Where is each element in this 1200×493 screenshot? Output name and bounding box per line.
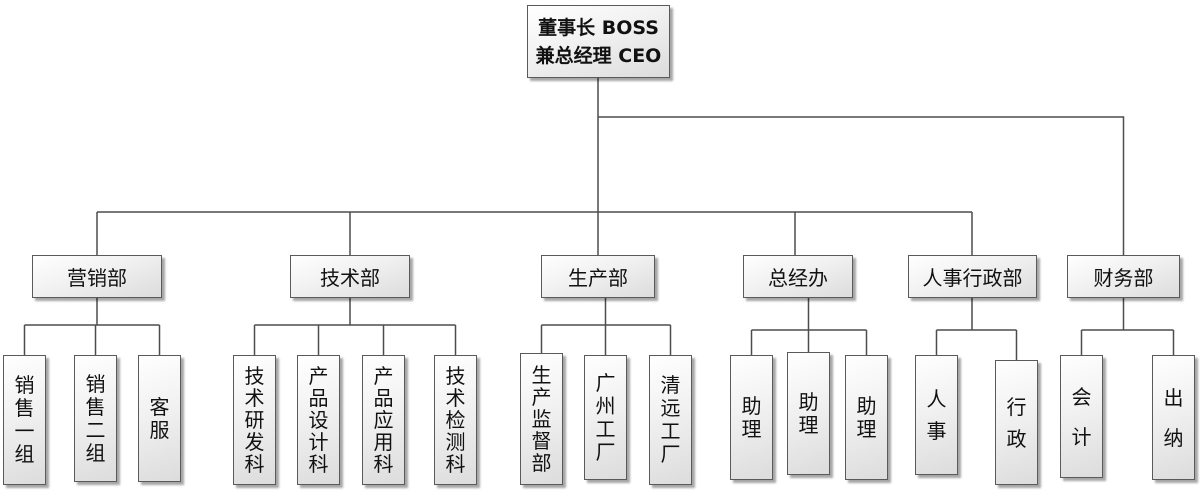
team-label: 出纳 bbox=[1163, 385, 1184, 450]
dept-label: 人事行政部 bbox=[922, 266, 1023, 290]
dept-box-production: 生产部 bbox=[541, 255, 655, 298]
team-label: 生产监督部 bbox=[531, 363, 552, 475]
dept-box-finance: 财务部 bbox=[1067, 255, 1180, 298]
team-box-guangzhou-factory: 广州工厂 bbox=[584, 355, 627, 480]
team-label: 产品应用科 bbox=[373, 364, 394, 476]
connector-office-teams bbox=[750, 298, 868, 355]
team-label: 广州工厂 bbox=[595, 370, 616, 464]
dept-label: 总经办 bbox=[768, 266, 828, 290]
dept-box-general-office: 总经办 bbox=[743, 255, 853, 298]
dept-box-technology: 技术部 bbox=[290, 255, 410, 298]
team-label: 人事 bbox=[926, 387, 947, 443]
team-box-product-application: 产品应用科 bbox=[362, 355, 405, 485]
connector-marketing-teams bbox=[23, 298, 161, 355]
dept-label: 生产部 bbox=[568, 266, 628, 290]
team-label: 会计 bbox=[1071, 384, 1092, 449]
team-box-tech-testing: 技术检测科 bbox=[434, 355, 477, 485]
ceo-box: 董事长 BOSS 兼总经理 CEO bbox=[527, 5, 670, 78]
team-box-assistant-2: 助理 bbox=[787, 352, 830, 475]
connector-production-teams bbox=[540, 298, 672, 355]
team-box-qingyuan-factory: 清远工厂 bbox=[649, 355, 692, 485]
ceo-title-line2: 兼总经理 CEO bbox=[535, 44, 662, 67]
team-label: 销售二组 bbox=[85, 371, 106, 465]
team-box-accounting: 会计 bbox=[1060, 355, 1103, 478]
team-box-sales-2: 销售二组 bbox=[74, 355, 117, 482]
team-label: 助理 bbox=[741, 393, 762, 441]
team-box-product-design: 产品设计科 bbox=[297, 355, 340, 485]
team-box-cashier: 出纳 bbox=[1152, 355, 1195, 480]
team-box-customer-service: 客服 bbox=[138, 355, 181, 482]
team-label: 产品设计科 bbox=[308, 364, 329, 476]
team-box-personnel: 人事 bbox=[915, 355, 958, 475]
team-label: 助理 bbox=[856, 393, 877, 441]
dept-label: 营销部 bbox=[67, 266, 127, 290]
team-label: 客服 bbox=[149, 394, 170, 442]
dept-box-marketing: 营销部 bbox=[32, 255, 162, 298]
team-box-tech-rnd: 技术研发科 bbox=[233, 355, 276, 485]
team-box-sales-1: 销售一组 bbox=[3, 355, 46, 485]
team-label: 助理 bbox=[798, 389, 819, 437]
connector-hr-teams bbox=[935, 298, 1018, 360]
connector-finance-teams bbox=[1080, 298, 1175, 355]
team-label: 技术检测科 bbox=[445, 364, 466, 476]
team-label: 清远工厂 bbox=[660, 373, 681, 466]
connector-tech-teams bbox=[253, 298, 457, 355]
team-box-administration: 行政 bbox=[995, 360, 1038, 485]
team-label: 销售一组 bbox=[14, 373, 35, 466]
dept-box-hr-admin: 人事行政部 bbox=[908, 255, 1037, 298]
connector-root-to-finance bbox=[598, 116, 1125, 255]
team-label: 行政 bbox=[1006, 394, 1027, 451]
dept-label: 技术部 bbox=[320, 266, 380, 290]
dept-label: 财务部 bbox=[1093, 266, 1154, 290]
team-label: 技术研发科 bbox=[244, 364, 265, 476]
connector-department-bus bbox=[96, 211, 973, 255]
team-box-assistant-3: 助理 bbox=[845, 355, 888, 480]
team-box-production-supervision: 生产监督部 bbox=[520, 353, 563, 485]
ceo-title-line1: 董事长 BOSS bbox=[538, 16, 659, 39]
team-box-assistant-1: 助理 bbox=[730, 355, 773, 480]
